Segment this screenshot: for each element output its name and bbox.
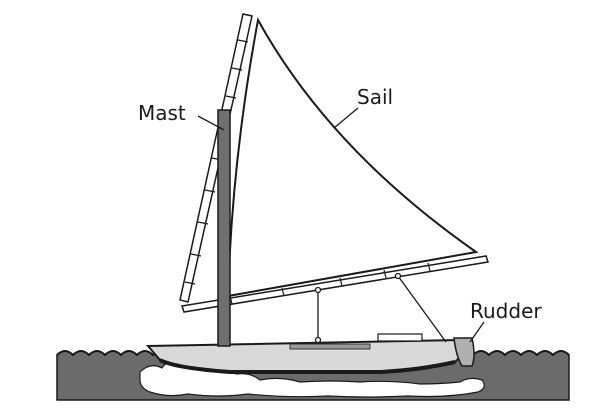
sail bbox=[226, 17, 479, 298]
rudder-label: Rudder bbox=[470, 299, 542, 323]
yard bbox=[179, 13, 253, 303]
sail-label: Sail bbox=[357, 85, 393, 109]
rudder-leader-line bbox=[469, 321, 485, 343]
mast-leader-line bbox=[197, 115, 225, 131]
sail-leader-line bbox=[333, 107, 359, 129]
mast-label: Mast bbox=[138, 101, 186, 125]
rigging bbox=[314, 272, 447, 344]
cockpit bbox=[289, 343, 371, 350]
cabin-hatch bbox=[377, 333, 423, 342]
rudder bbox=[453, 337, 475, 367]
mast bbox=[217, 109, 231, 347]
hull-stripe bbox=[159, 358, 456, 374]
